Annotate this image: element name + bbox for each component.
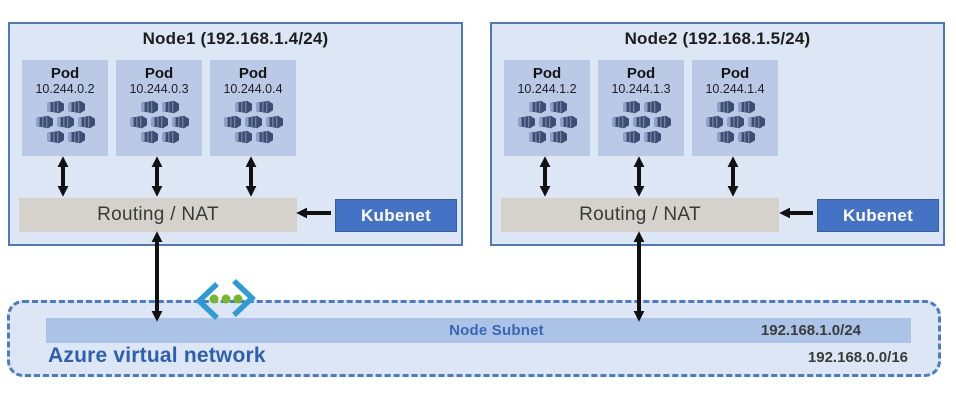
pod: Pod 10.244.0.2 xyxy=(22,60,108,156)
kubenet-box: Kubenet xyxy=(335,199,457,232)
kubenet-box: Kubenet xyxy=(817,199,939,232)
routing-nat-bar: Routing / NAT xyxy=(19,198,297,232)
azure-vnet-cidr: 192.168.0.0/16 xyxy=(807,349,908,366)
node2-title: Node2 (192.168.1.5/24) xyxy=(624,29,811,48)
pod-label: Pod xyxy=(720,65,750,82)
node-subnet-label: Node Subnet xyxy=(449,322,544,339)
pod-ip: 10.244.0.3 xyxy=(129,82,189,96)
pod-label: Pod xyxy=(144,65,174,82)
pod-ip: 10.244.1.2 xyxy=(517,82,577,96)
pod-ip: 10.244.1.3 xyxy=(611,82,671,96)
pod-label: Pod xyxy=(238,65,268,82)
pod: Pod 10.244.0.4 xyxy=(210,60,296,156)
container-cluster-icon xyxy=(34,100,96,145)
pod: Pod 10.244.0.3 xyxy=(116,60,202,156)
pod-label: Pod xyxy=(532,65,562,82)
pod-label: Pod xyxy=(50,65,80,82)
node-subnet-bar: Node Subnet 192.168.1.0/24 xyxy=(46,318,911,343)
azure-vnet-label: Azure virtual network xyxy=(48,344,266,367)
container-cluster-icon xyxy=(704,100,766,145)
pod: Pod 10.244.1.3 xyxy=(598,60,684,156)
pod: Pod 10.244.1.2 xyxy=(504,60,590,156)
container-cluster-icon xyxy=(222,100,284,145)
pod-label: Pod xyxy=(626,65,656,82)
container-cluster-icon xyxy=(610,100,672,145)
pod: Pod 10.244.1.4 xyxy=(692,60,778,156)
pod-ip: 10.244.0.2 xyxy=(35,82,95,96)
azure-vnet-box: Node Subnet 192.168.1.0/24 Azure virtual… xyxy=(7,300,941,377)
pod-ip: 10.244.1.4 xyxy=(705,82,765,96)
node-subnet-cidr: 192.168.1.0/24 xyxy=(760,322,861,339)
node2-box: Node2 (192.168.1.5/24) Pod 10.244.1.2 Po… xyxy=(490,22,945,246)
pod-ip: 10.244.0.4 xyxy=(223,82,283,96)
container-cluster-icon xyxy=(516,100,578,145)
routing-nat-bar: Routing / NAT xyxy=(501,198,779,232)
container-cluster-icon xyxy=(128,100,190,145)
node1-title: Node1 (192.168.1.4/24) xyxy=(142,29,329,48)
node1-box: Node1 (192.168.1.4/24) Pod 10.244.0.2 Po… xyxy=(8,22,463,246)
